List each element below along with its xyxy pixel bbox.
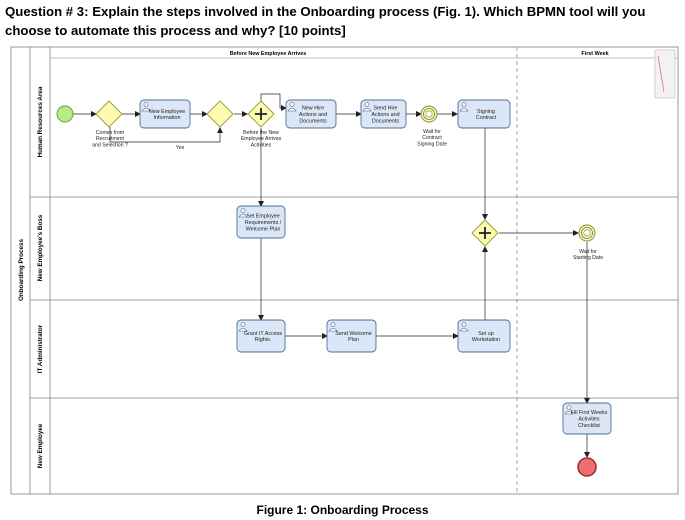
scroll-handle[interactable]: [654, 49, 676, 99]
user-task-icon: [238, 322, 248, 332]
task-label-line: Activities: [578, 417, 600, 423]
parallel-gateway-icon[interactable]: [247, 100, 275, 128]
label-line: Wait for: [579, 249, 597, 255]
label-line: Wait for: [423, 129, 441, 135]
task-label-line: Contract: [476, 115, 497, 121]
task-label-line: Set up: [478, 331, 494, 337]
task-box[interactable]: [236, 205, 286, 239]
task-label-line: Fill First Weeks: [571, 410, 608, 416]
task-label-line: Checklist: [578, 423, 600, 429]
task-box[interactable]: [360, 99, 407, 129]
label-line: and Selection ?: [92, 142, 128, 148]
lane-label-hr: Human Resources Area: [37, 86, 44, 157]
task-label-line: Signing: [477, 109, 495, 115]
flow-gw1-gw2-yes: [109, 127, 223, 143]
label-line: Activities: [251, 142, 272, 148]
label-line: Signing Date: [417, 141, 447, 147]
task-label-line: Actions and: [299, 112, 327, 118]
parallel-gateway-icon[interactable]: [471, 219, 499, 247]
task-label-line: Documents: [299, 118, 327, 124]
task-label-line: Documents: [372, 118, 400, 124]
task-box[interactable]: [139, 99, 191, 129]
label-line: Recruitment: [96, 136, 125, 142]
label-line: Before the New: [243, 130, 279, 136]
task-box[interactable]: [457, 319, 511, 353]
start-event-icon[interactable]: [56, 105, 74, 123]
label-line: Yes: [176, 145, 185, 151]
task-label-line: Requirements /: [245, 220, 282, 226]
exclusive-gateway-icon[interactable]: [95, 100, 123, 128]
task-label-line: Workstation: [472, 337, 500, 343]
user-task-icon: [238, 208, 248, 218]
task-label-line: New Employee: [149, 109, 185, 115]
task-label-line: Send Hire: [374, 106, 398, 112]
end-event-icon[interactable]: [577, 457, 597, 477]
lane-label-it: IT Administrator: [37, 324, 44, 373]
flow-gw3-t2: [260, 93, 287, 111]
timer-event-icon[interactable]: [420, 105, 438, 123]
task-box[interactable]: [285, 99, 337, 129]
phase-label-before: Before New Employee Arrives: [230, 51, 307, 57]
label-line: Starting Date: [573, 255, 603, 261]
task-label-line: New Hire: [302, 106, 324, 112]
phase-label-first: First Week: [581, 51, 608, 57]
figure-caption: Figure 1: Onboarding Process: [256, 503, 429, 517]
user-task-icon: [141, 102, 151, 112]
label-line: Contract: [422, 135, 442, 141]
task-box[interactable]: [236, 319, 286, 353]
question-line-1: Question # 3: Explain the steps involved…: [5, 4, 646, 19]
lane-label-emp: New Employee: [37, 423, 44, 468]
user-task-icon: [459, 322, 469, 332]
pool-frame: [10, 46, 679, 495]
question-text: Question # 3: Explain the steps involved…: [5, 2, 683, 40]
task-box[interactable]: [326, 319, 377, 353]
timer-event-icon[interactable]: [578, 224, 596, 242]
user-task-icon: [459, 102, 469, 112]
task-label-line: Plan: [348, 337, 359, 343]
task-box[interactable]: [457, 99, 511, 129]
task-label-line: Information: [154, 115, 181, 121]
label-yes: Yes: [176, 145, 185, 151]
label-line: Employee Arrives: [241, 136, 282, 142]
pool-label: Onboarding Process: [18, 239, 25, 301]
user-task-icon: [362, 102, 372, 112]
exclusive-gateway-icon[interactable]: [206, 100, 234, 128]
user-task-icon: [328, 322, 338, 332]
task-label-line: Set Employee: [246, 214, 280, 220]
task-label-line: Grant IT Access: [244, 331, 283, 337]
user-task-icon: [287, 102, 297, 112]
question-line-2: choose to automate this process and why?…: [5, 23, 346, 38]
sequence-flows: [73, 93, 590, 458]
user-task-icon: [564, 405, 574, 415]
task-label-line: Rights.: [255, 337, 272, 343]
lane-label-boss: New Employee's Boss: [37, 214, 44, 281]
task-label-line: Actions and: [371, 112, 399, 118]
task-label-line: Send Welcome: [335, 331, 371, 337]
task-label-line: Welcome Plan: [246, 226, 281, 232]
scroll-handle-line: [657, 55, 665, 93]
label-line: Comes from: [96, 130, 124, 136]
task-box[interactable]: [562, 402, 612, 435]
